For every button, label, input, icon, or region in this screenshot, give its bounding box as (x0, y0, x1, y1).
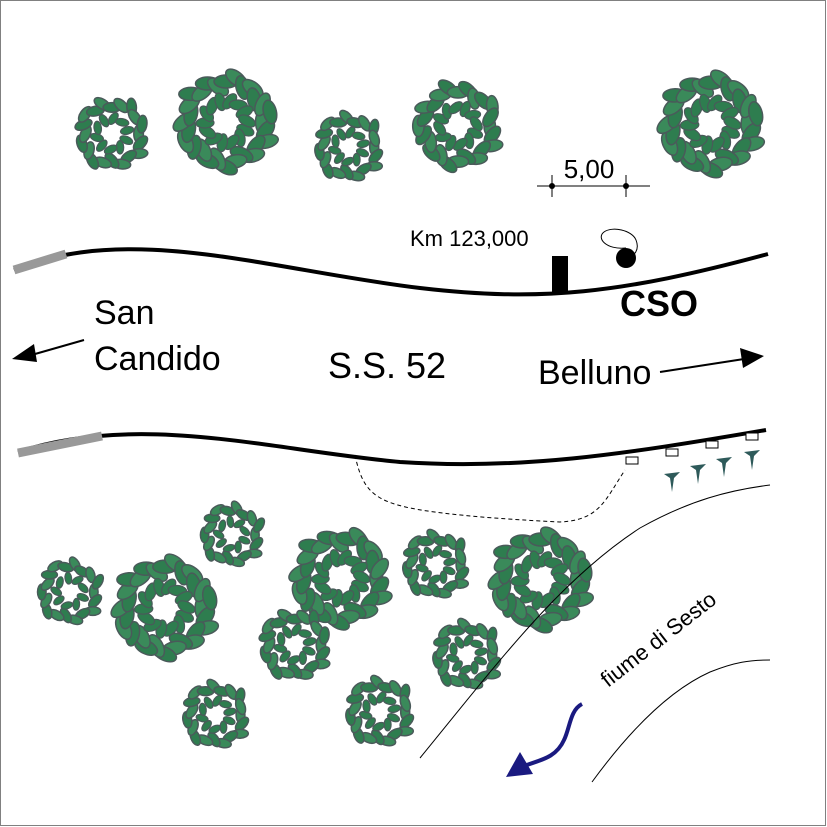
tree-icon (199, 500, 266, 568)
tree-icon (402, 528, 470, 599)
tree-icon (345, 674, 415, 747)
kilometer-label: Km 123,000 (410, 226, 529, 251)
river-flow-arrow-icon (506, 702, 584, 777)
direction-west-line1: San (94, 294, 155, 332)
road-lower-edge (17, 428, 767, 467)
tree-icon (432, 617, 502, 690)
dashed-path (354, 454, 626, 523)
direction-west-line2: Candido (94, 340, 221, 378)
road-name: S.S. 52 (328, 345, 446, 386)
rain-gauge-icon (600, 228, 638, 268)
tree-icon (487, 526, 594, 634)
tree-icon (182, 678, 250, 749)
guardrail-upper (12, 249, 68, 275)
dimension-label: 5,00 (564, 154, 615, 184)
tree-icon (74, 96, 149, 170)
guardrail-lower (17, 431, 103, 458)
river-bank-east (591, 659, 771, 783)
tree-icon (411, 79, 504, 174)
station-code: CSO (620, 283, 698, 324)
direction-arrow-icon (659, 348, 764, 373)
direction-arrow-icon (12, 339, 85, 362)
river-bank-west (419, 484, 771, 759)
tree-icon (314, 109, 384, 182)
road-upper-edge (13, 247, 769, 297)
dimension-marker: 5,00 (537, 154, 650, 197)
trees-layer (36, 68, 766, 749)
direction-east: Belluno (538, 354, 651, 392)
tree-icon (656, 69, 766, 179)
tree-icon (110, 553, 220, 663)
kilometer-post-icon (552, 256, 568, 292)
tree-icon (36, 556, 105, 626)
bank-edge (625, 432, 759, 465)
tree-icon (288, 526, 393, 631)
bank-stakes (664, 450, 760, 492)
tree-icon (172, 68, 279, 176)
tree-icon (258, 608, 331, 680)
